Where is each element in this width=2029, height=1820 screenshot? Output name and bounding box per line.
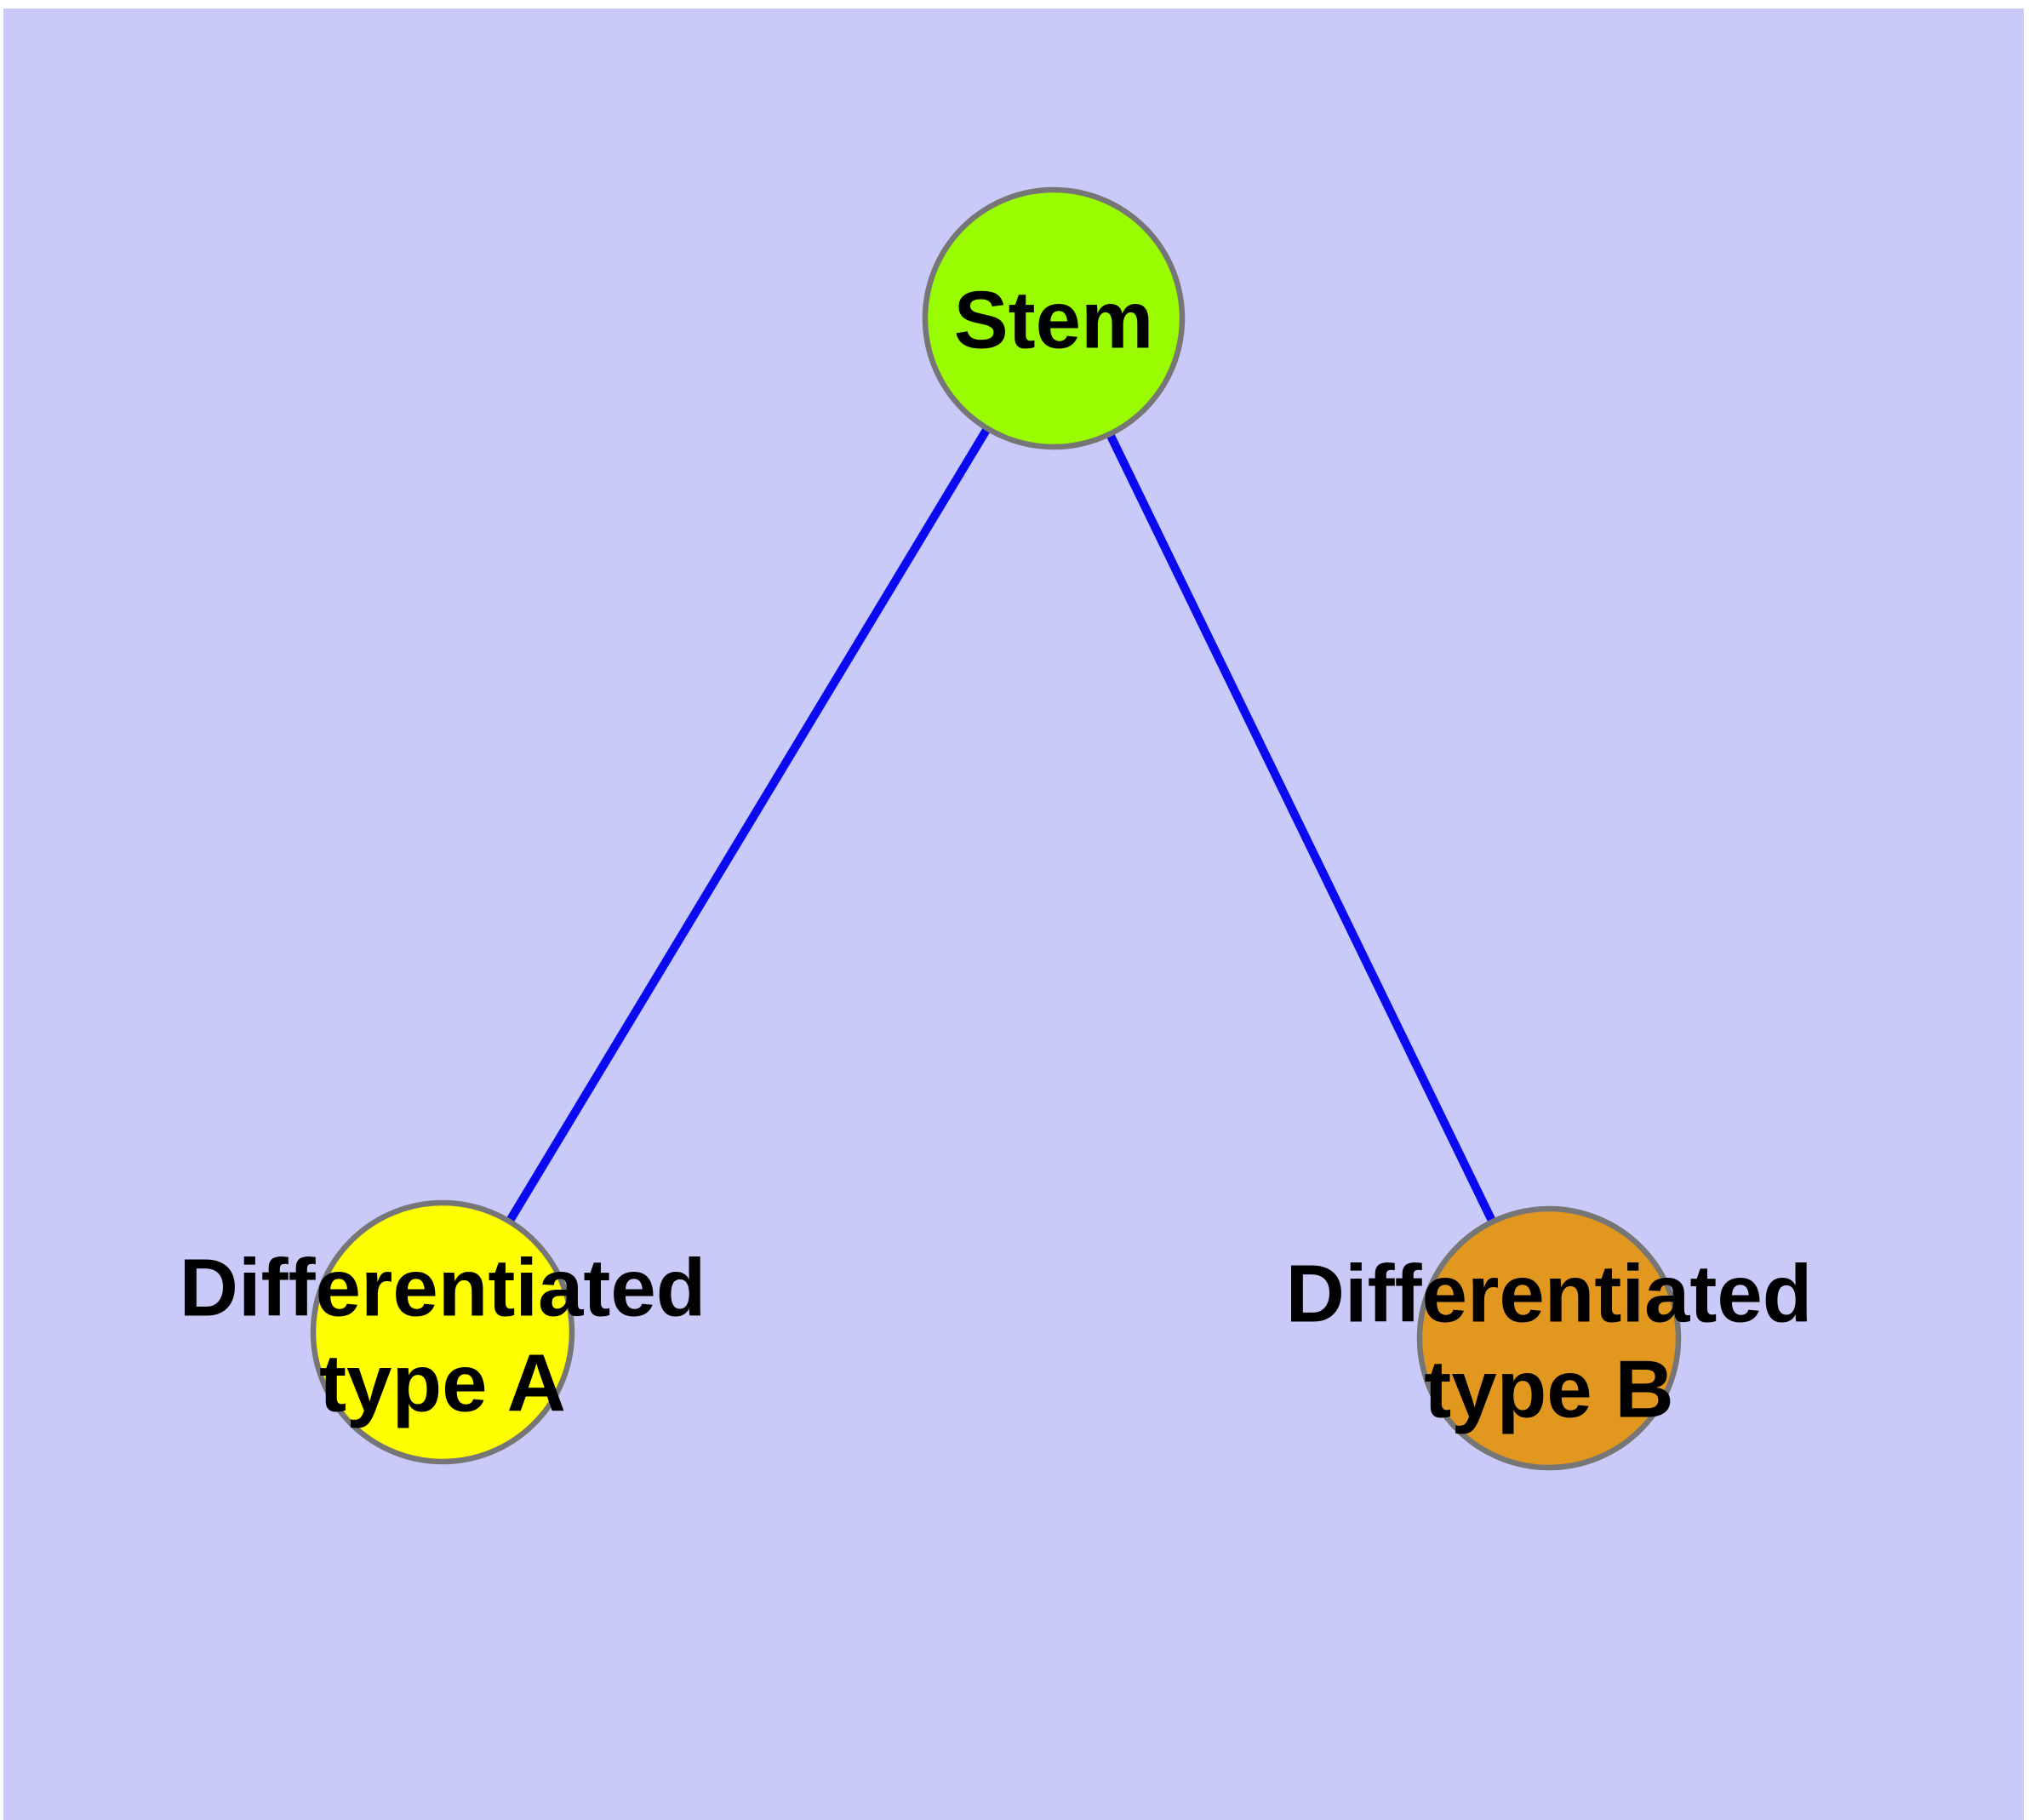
node-type-b-circle [1416,1205,1682,1471]
node-type-a-label-line2: type A [319,1338,566,1429]
node-type-b-label-line2: type B [1424,1344,1673,1435]
node-stem-circle [922,186,1186,450]
node-type-a-label-line1: Differentiated [180,1243,706,1334]
node-stem-label: Stem [954,275,1154,366]
edge-stem-to-type-b [1049,314,1553,1342]
edge-stem-to-type-a [438,314,1058,1336]
node-type-a-circle [310,1199,575,1465]
node-type-b-label-line1: Differentiated [1286,1249,1813,1340]
